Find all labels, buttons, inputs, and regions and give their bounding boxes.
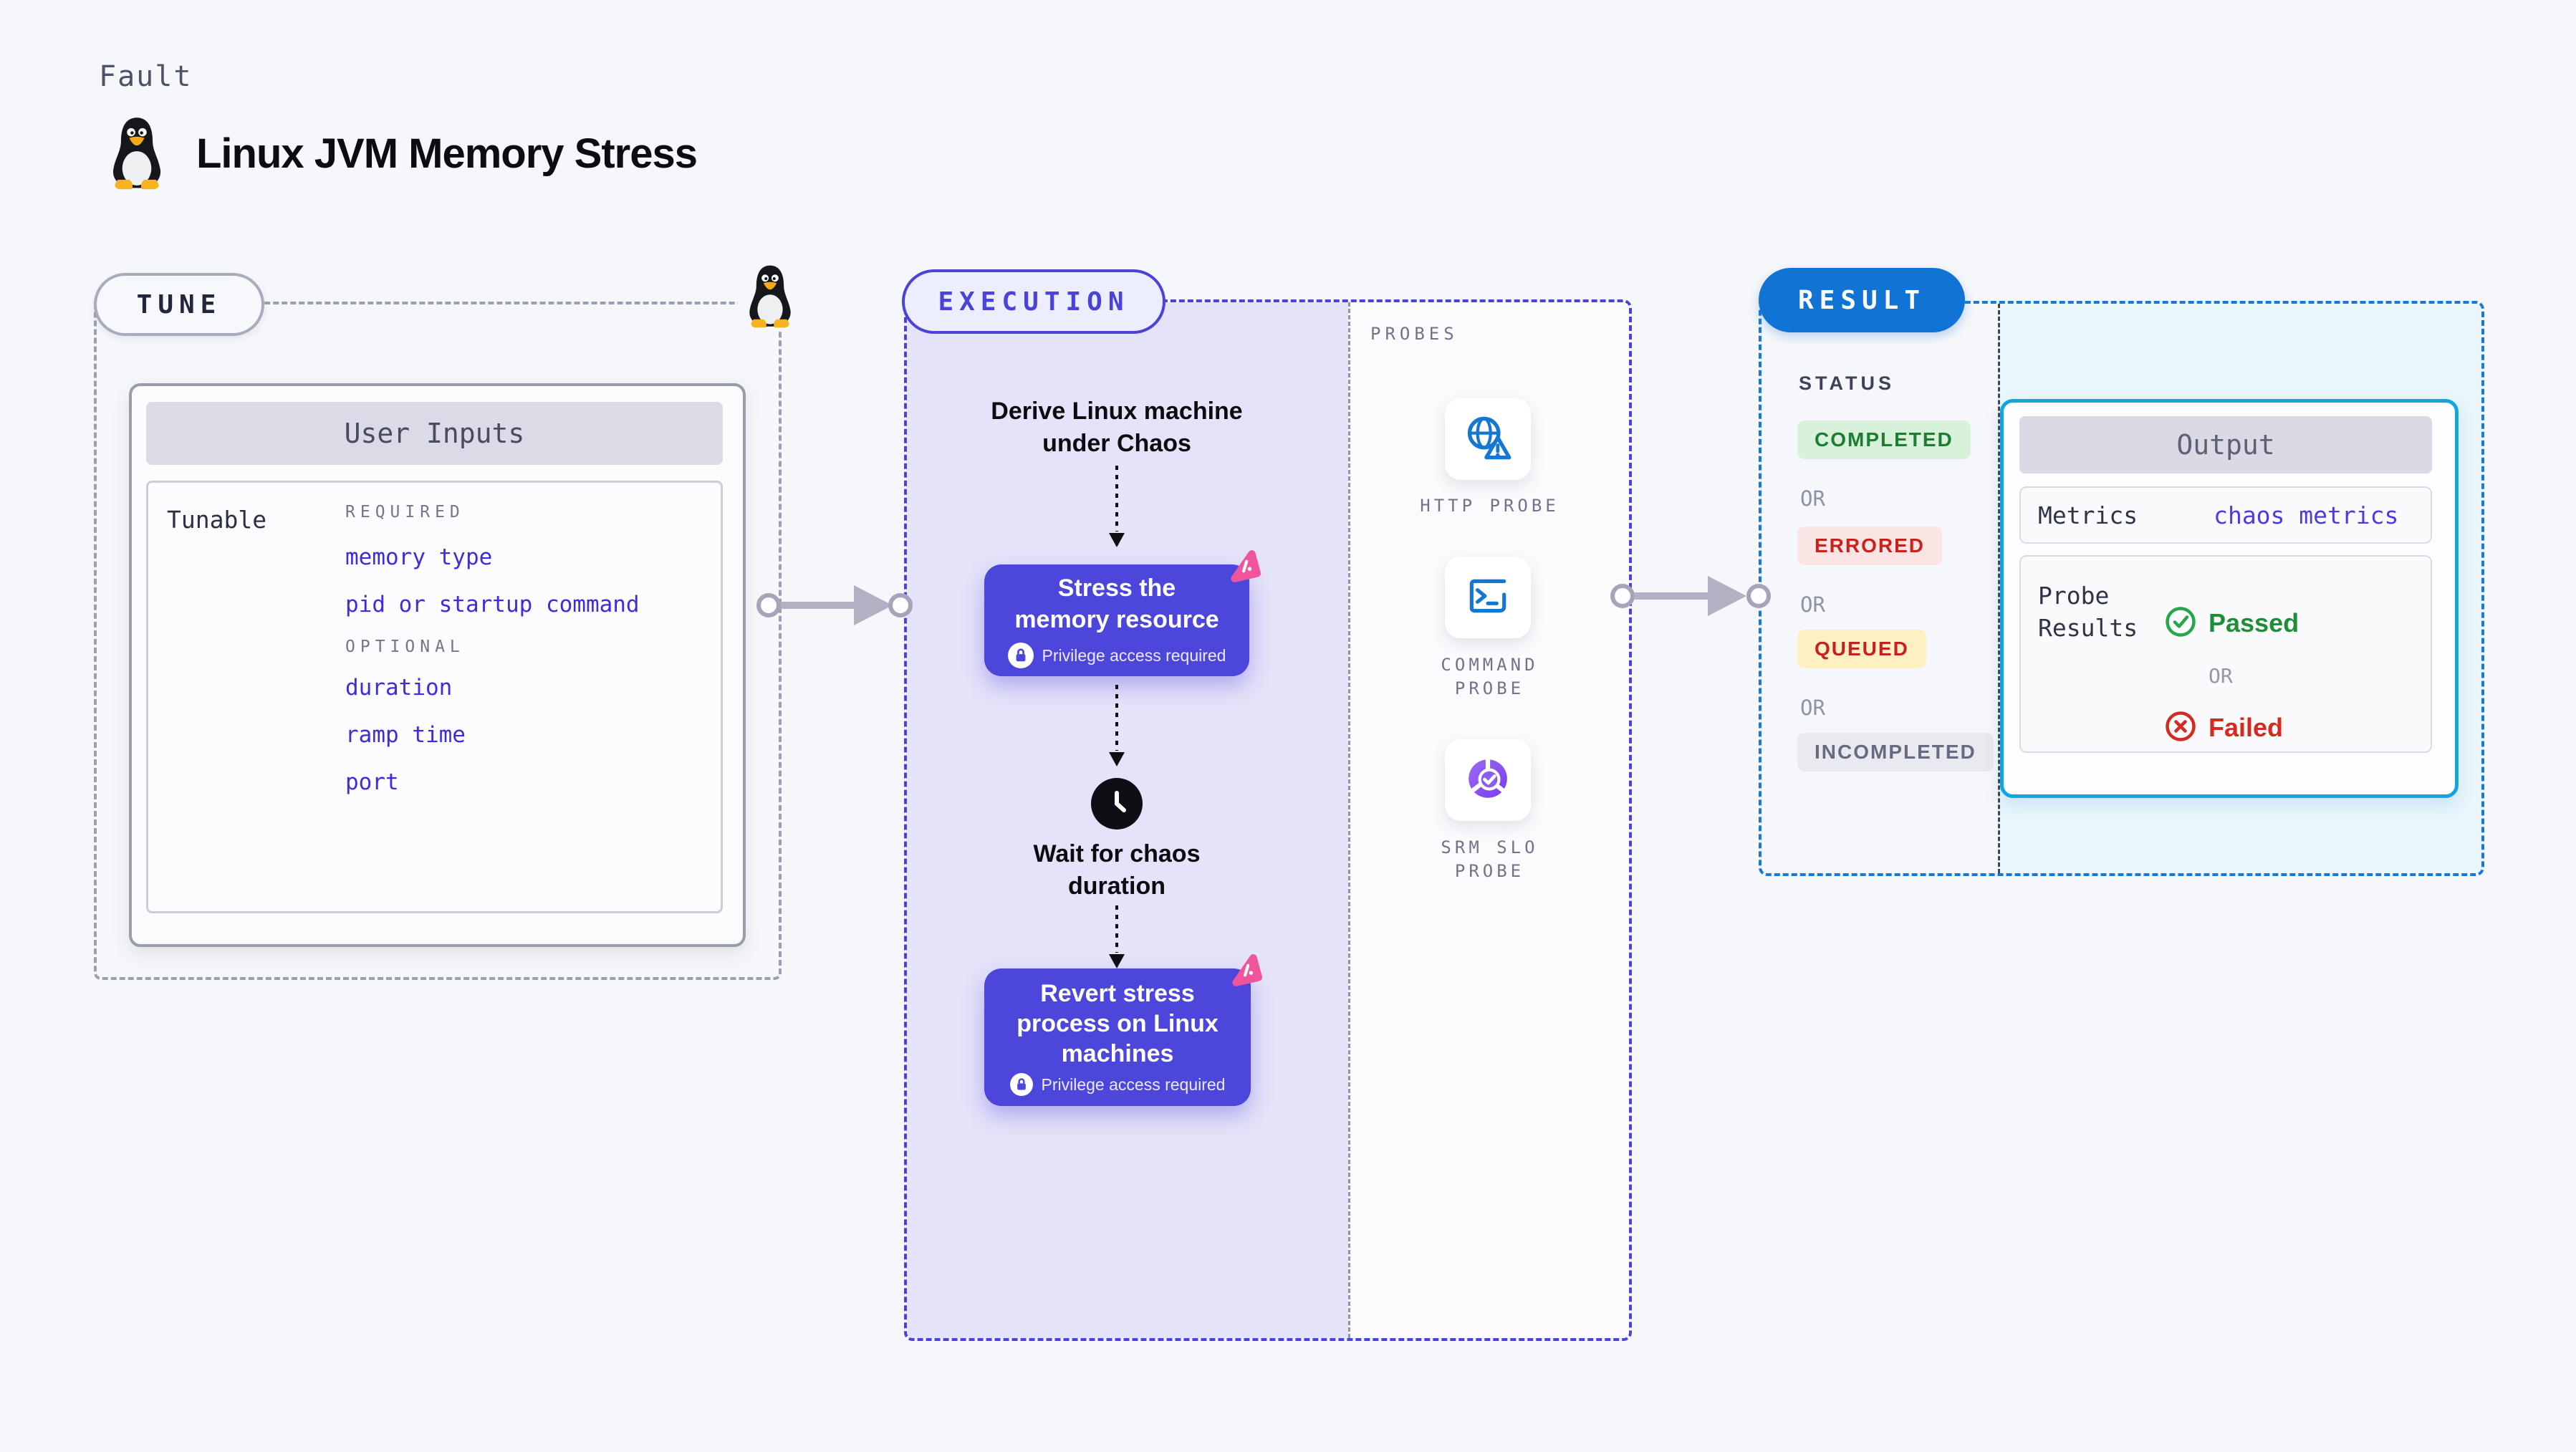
probes-heading: PROBES (1370, 324, 1458, 344)
flow-connector (1115, 905, 1118, 953)
flow-connector (1115, 466, 1118, 532)
or-separator: OR (1800, 592, 1825, 617)
flow-arrow-icon (1109, 533, 1125, 547)
failed-result: Failed (2164, 710, 2283, 746)
x-circle-icon (2164, 710, 2197, 746)
status-badge-incompleted: INCOMPLETED (1797, 733, 1994, 771)
status-heading: STATUS (1799, 372, 1895, 394)
metrics-label: Metrics (2038, 501, 2138, 529)
command-probe-card[interactable] (1445, 557, 1531, 638)
tux-penguin-corner-icon (738, 261, 802, 332)
page-header: Linux JVM Memory Stress (105, 112, 698, 195)
chaos-fault-icon (1225, 549, 1261, 587)
input-link-pid-or-startup-command[interactable]: pid or startup command (345, 592, 640, 617)
probe-results-row: Probe Results Passed OR (2019, 555, 2432, 753)
fault-kicker: Fault (99, 60, 193, 93)
flow-arrow-icon (1109, 752, 1125, 766)
probes-panel: PROBES HTTP PROBE (1348, 302, 1629, 1338)
terminal-icon (1464, 572, 1512, 622)
lock-icon (1009, 1073, 1033, 1096)
result-badge: RESULT (1759, 268, 1965, 332)
or-separator: OR (2209, 664, 2233, 688)
connector-dot (888, 593, 913, 617)
status-badge-errored: ERRORED (1797, 527, 1943, 565)
arrow-tune-to-execution (778, 602, 858, 609)
or-separator: OR (1800, 486, 1825, 511)
http-probe-card[interactable] (1445, 398, 1531, 480)
tux-penguin-icon (105, 114, 169, 193)
input-link-duration[interactable]: duration (345, 675, 453, 701)
probe-results-label: Probe Results (2038, 582, 2138, 642)
passed-result: Passed (2164, 605, 2299, 641)
output-header: Output (2019, 416, 2432, 473)
page-title: Linux JVM Memory Stress (196, 130, 698, 177)
srm-slo-probe-card[interactable] (1445, 739, 1531, 821)
connector-dot (1610, 584, 1635, 608)
tune-badge: TUNE (94, 273, 264, 336)
arrow-head-icon (854, 585, 893, 625)
required-group-label: REQUIRED (345, 503, 465, 521)
flow-connector (1115, 685, 1118, 751)
user-inputs-body: Tunable REQUIRED memory type pid or star… (146, 481, 723, 913)
clock-icon (1091, 778, 1143, 830)
connector-dot (1746, 584, 1771, 608)
stress-memory-step[interactable]: Stress the memory resource Privilege acc… (984, 550, 1261, 676)
privilege-note: Privilege access required (1042, 645, 1226, 665)
execution-badge: EXECUTION (902, 269, 1166, 334)
execution-section-outline: PROBES HTTP PROBE (904, 299, 1632, 1341)
input-link-port[interactable]: port (345, 769, 399, 795)
chaos-metrics-link[interactable]: chaos metrics (2214, 501, 2399, 529)
status-badge-queued: QUEUED (1797, 630, 1926, 668)
http-probe-label: HTTP PROBE (1420, 496, 1559, 516)
or-separator: OR (1800, 696, 1825, 720)
status-badge-completed: COMPLETED (1797, 420, 1971, 459)
privilege-note: Privilege access required (1041, 1074, 1226, 1094)
optional-group-label: OPTIONAL (345, 638, 465, 656)
arrow-execution-to-result (1632, 592, 1711, 600)
tunable-row-label: Tunable (167, 506, 267, 534)
chaos-fault-icon (1226, 953, 1262, 991)
tune-section-outline (94, 302, 782, 980)
revert-stress-step[interactable]: Revert stress process on Linux machines … (984, 954, 1262, 1106)
metrics-row: Metrics chaos metrics (2019, 486, 2432, 544)
output-card: Output Metrics chaos metrics Probe Resul… (2000, 399, 2459, 798)
slo-donut-icon (1464, 755, 1512, 805)
user-inputs-header: User Inputs (146, 402, 723, 465)
result-section-outline: STATUS COMPLETED OR ERRORED OR QUEUED OR… (1759, 301, 2484, 876)
lock-icon (1007, 643, 1034, 668)
input-link-memory-type[interactable]: memory type (345, 544, 493, 570)
connector-dot (756, 593, 781, 617)
user-inputs-card: User Inputs Tunable REQUIRED memory type… (129, 383, 746, 947)
check-circle-icon (2164, 605, 2197, 641)
flow-arrow-icon (1109, 954, 1125, 968)
arrow-head-icon (1708, 576, 1746, 616)
input-link-ramp-time[interactable]: ramp time (345, 722, 466, 748)
globe-alert-icon (1464, 413, 1512, 465)
